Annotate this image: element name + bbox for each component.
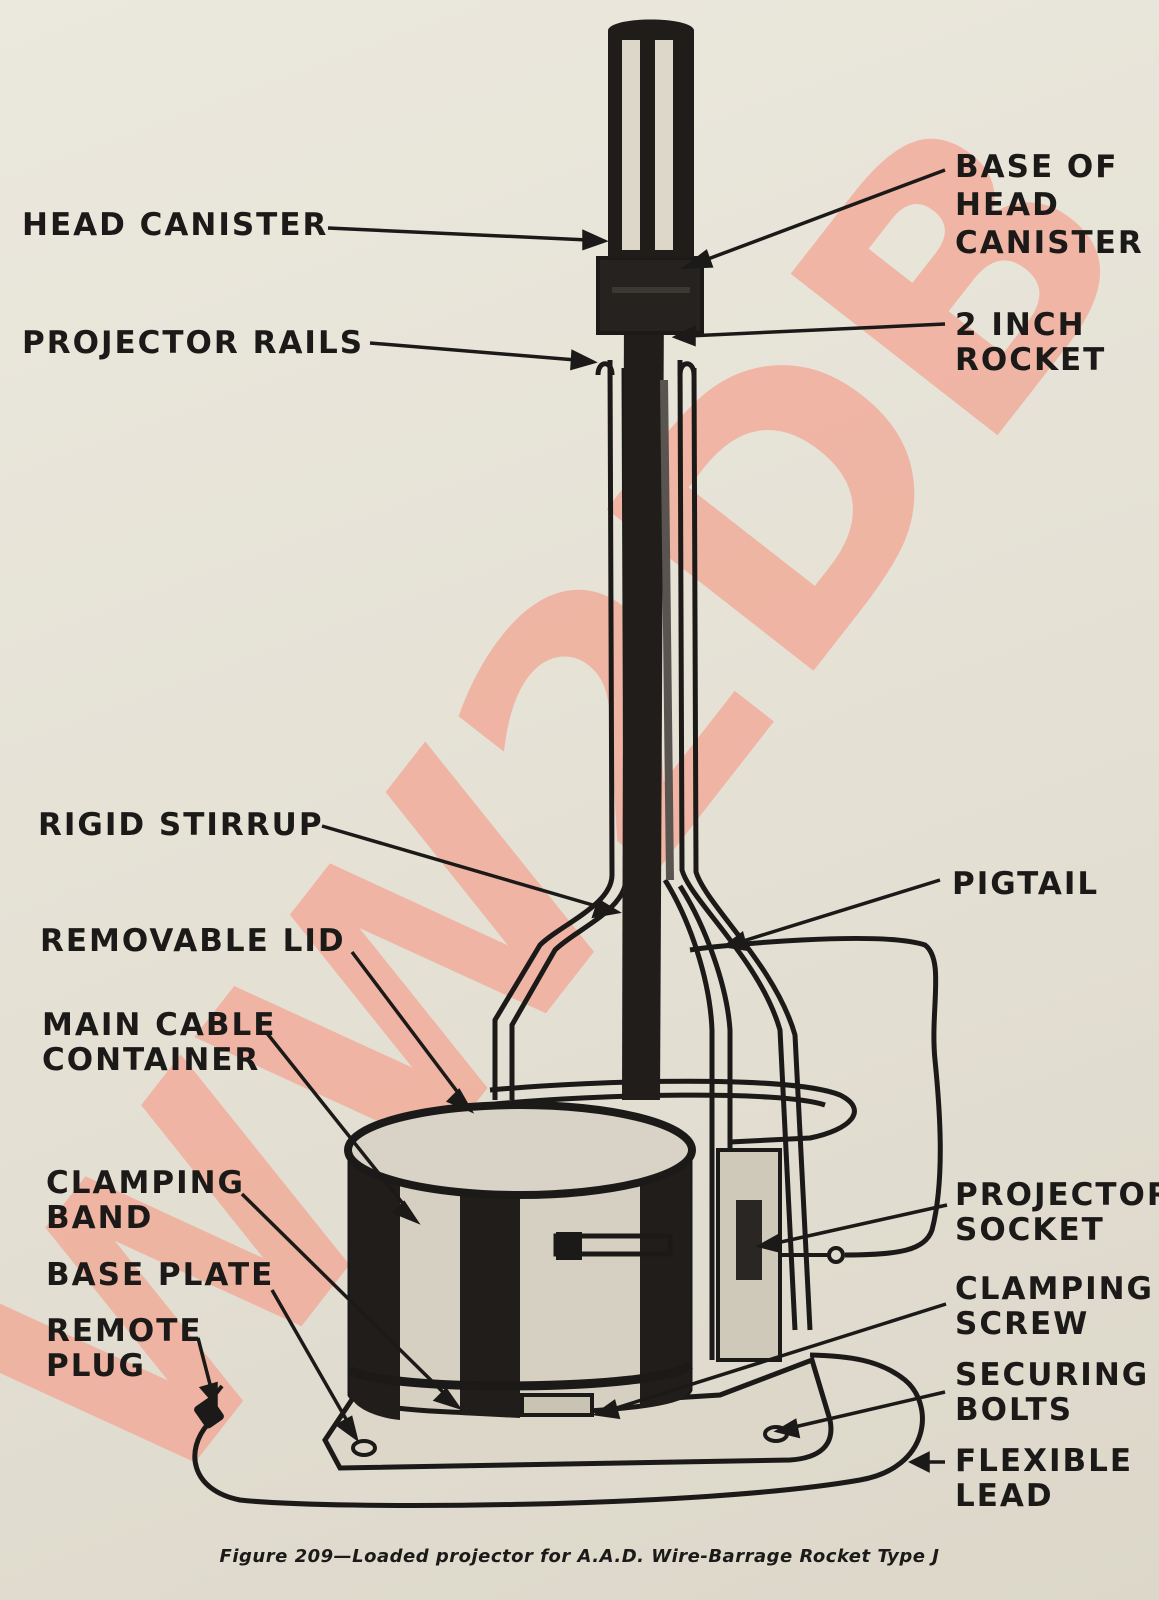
label-line: CLAMPING	[955, 1271, 1154, 1307]
two-inch-rocket	[622, 300, 674, 1100]
label-line: PLUG	[46, 1348, 146, 1384]
label-line: CONTAINER	[42, 1042, 261, 1078]
figure-caption: Figure 209—Loaded projector for A.A.D. W…	[219, 1546, 940, 1567]
label-projector-rails: PROJECTOR RAILS	[22, 325, 365, 361]
head-canister	[608, 19, 694, 258]
label-line: CLAMPING	[46, 1165, 245, 1201]
base-of-head-canister	[596, 256, 704, 335]
label-clamping-band: CLAMPING BAND	[46, 1166, 245, 1236]
label-line: HEAD	[955, 187, 1060, 223]
label-line: FLEXIBLE	[955, 1443, 1134, 1479]
label-line: LEAD	[955, 1478, 1054, 1514]
label-line: SECURING	[955, 1357, 1150, 1393]
label-removable-lid: REMOVABLE LID	[40, 923, 346, 959]
label-line: CANISTER	[955, 225, 1144, 261]
label-securing-bolts: SECURING BOLTS	[955, 1358, 1149, 1428]
label-line: 2 INCH	[955, 307, 1086, 343]
flexible-lead-cable	[192, 1352, 925, 1508]
label-flexible-lead: FLEXIBLE LEAD	[955, 1444, 1133, 1514]
label-head-canister: HEAD CANISTER	[22, 207, 329, 243]
leader-lines	[196, 168, 948, 1473]
label-base-plate: BASE PLATE	[46, 1257, 275, 1293]
label-line: BAND	[46, 1200, 154, 1236]
label-line: PROJECTOR	[955, 1177, 1159, 1213]
label-line: BASE OF	[955, 149, 1119, 185]
label-rigid-stirrup: RIGID STIRRUP	[38, 807, 324, 843]
label-line: MAIN CABLE	[42, 1007, 277, 1043]
label-base-of-head-canister: BASE OF HEAD CANISTER	[955, 148, 1144, 262]
label-pigtail: PIGTAIL	[952, 866, 1100, 902]
main-cable-container	[344, 1101, 696, 1420]
label-projector-socket: PROJECTOR SOCKET	[955, 1178, 1159, 1248]
label-remote-plug: REMOTE PLUG	[46, 1314, 203, 1384]
label-line: SOCKET	[955, 1212, 1105, 1248]
label-line: REMOTE	[46, 1313, 203, 1349]
label-main-cable-container: MAIN CABLE CONTAINER	[42, 1008, 276, 1078]
label-2-inch-rocket: 2 INCH ROCKET	[955, 308, 1106, 378]
projector-rails	[595, 361, 697, 376]
label-clamping-screw: CLAMPING SCREW	[955, 1272, 1154, 1342]
label-line: ROCKET	[955, 342, 1107, 378]
label-line: BOLTS	[955, 1392, 1074, 1428]
projector-socket	[716, 1148, 845, 1362]
label-line: SCREW	[955, 1306, 1090, 1342]
pigtail-wire	[689, 936, 943, 1258]
